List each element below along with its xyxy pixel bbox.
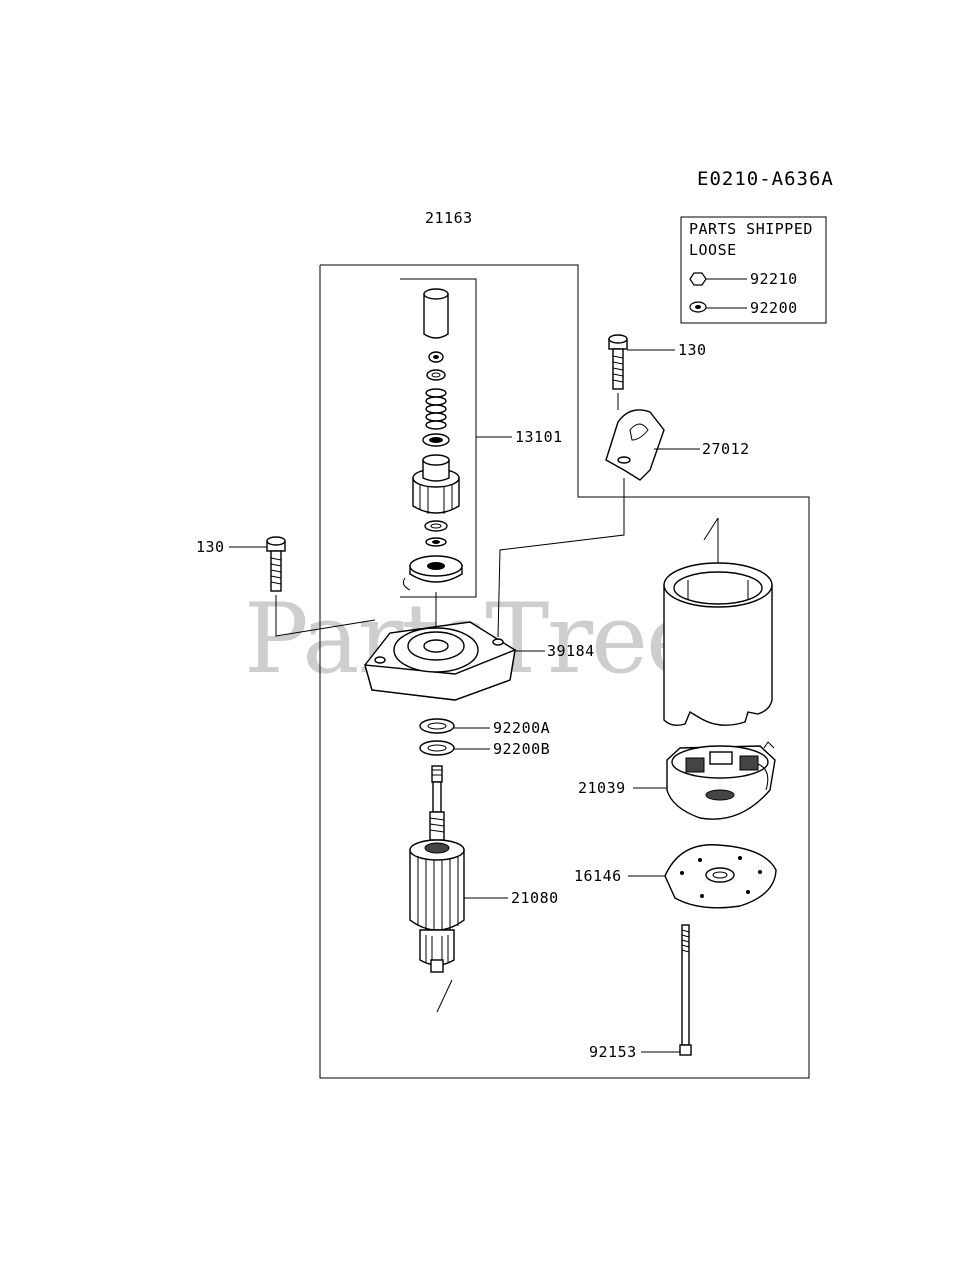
assembly-label: 21163 <box>425 209 473 227</box>
bolt-top-icon <box>608 334 628 390</box>
end-plate-icon <box>664 844 777 909</box>
callout-bolt-left: 130 <box>196 538 225 556</box>
loose-item-92210: 92210 <box>750 270 798 288</box>
washer-b-icon <box>419 740 455 756</box>
callout-washer-a: 92200A <box>493 719 550 737</box>
callout-through-bolt: 92153 <box>589 1043 637 1061</box>
front-cover-icon <box>364 621 516 701</box>
callout-washer-b: 92200B <box>493 740 550 758</box>
pinion-kit-bracket <box>400 278 477 598</box>
callout-brush-holder: 21039 <box>578 779 626 797</box>
callout-end-plate: 16146 <box>574 867 622 885</box>
callout-pinion-kit: 13101 <box>515 428 563 446</box>
through-bolt-icon <box>679 924 692 1056</box>
yoke-housing-icon <box>663 517 773 727</box>
brush-holder-icon <box>666 741 776 820</box>
loose-title-1: PARTS SHIPPED <box>689 220 813 238</box>
callout-front-cover: 39184 <box>547 642 595 660</box>
assembly-outline <box>319 264 810 1079</box>
loose-title-2: LOOSE <box>689 241 737 259</box>
parts-shipped-loose-box: PARTS SHIPPED LOOSE 92210 92200 <box>680 216 827 324</box>
bracket-icon <box>605 409 665 481</box>
callout-bracket: 27012 <box>702 440 750 458</box>
spring-icon <box>425 388 447 430</box>
diagram-code: E0210-A636A <box>697 168 834 190</box>
loose-item-92200: 92200 <box>750 299 798 317</box>
callout-armature: 21080 <box>511 889 559 907</box>
armature-icon <box>409 765 465 973</box>
washer-a-icon <box>419 718 455 734</box>
nut-icon <box>689 272 707 286</box>
pinion-gear-icon <box>412 454 460 514</box>
callout-bolt-top: 130 <box>678 341 707 359</box>
pinion-kit-parts <box>402 288 463 591</box>
bolt-left-icon <box>266 536 286 592</box>
